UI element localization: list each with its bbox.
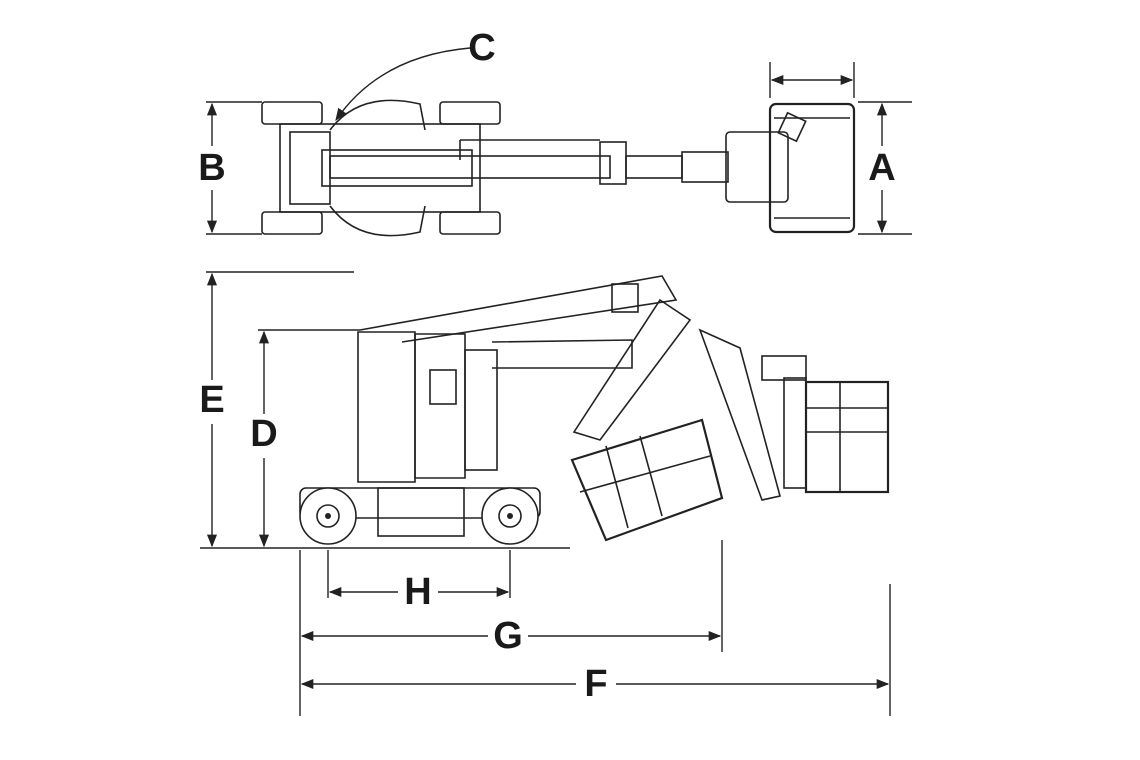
dimension-label-d: D (250, 413, 277, 455)
dimension-label-b: B (198, 147, 225, 189)
dimension-label-g: G (493, 615, 523, 657)
top-view (261, 99, 856, 237)
dimension-label-e: E (199, 379, 224, 421)
dimension-label-f: F (584, 663, 607, 705)
dimension-lines (206, 47, 912, 716)
dimension-label-h: H (404, 571, 431, 613)
dimension-label-a: A (868, 147, 895, 189)
dimension-label-c: C (468, 27, 495, 69)
side-view (200, 275, 890, 549)
